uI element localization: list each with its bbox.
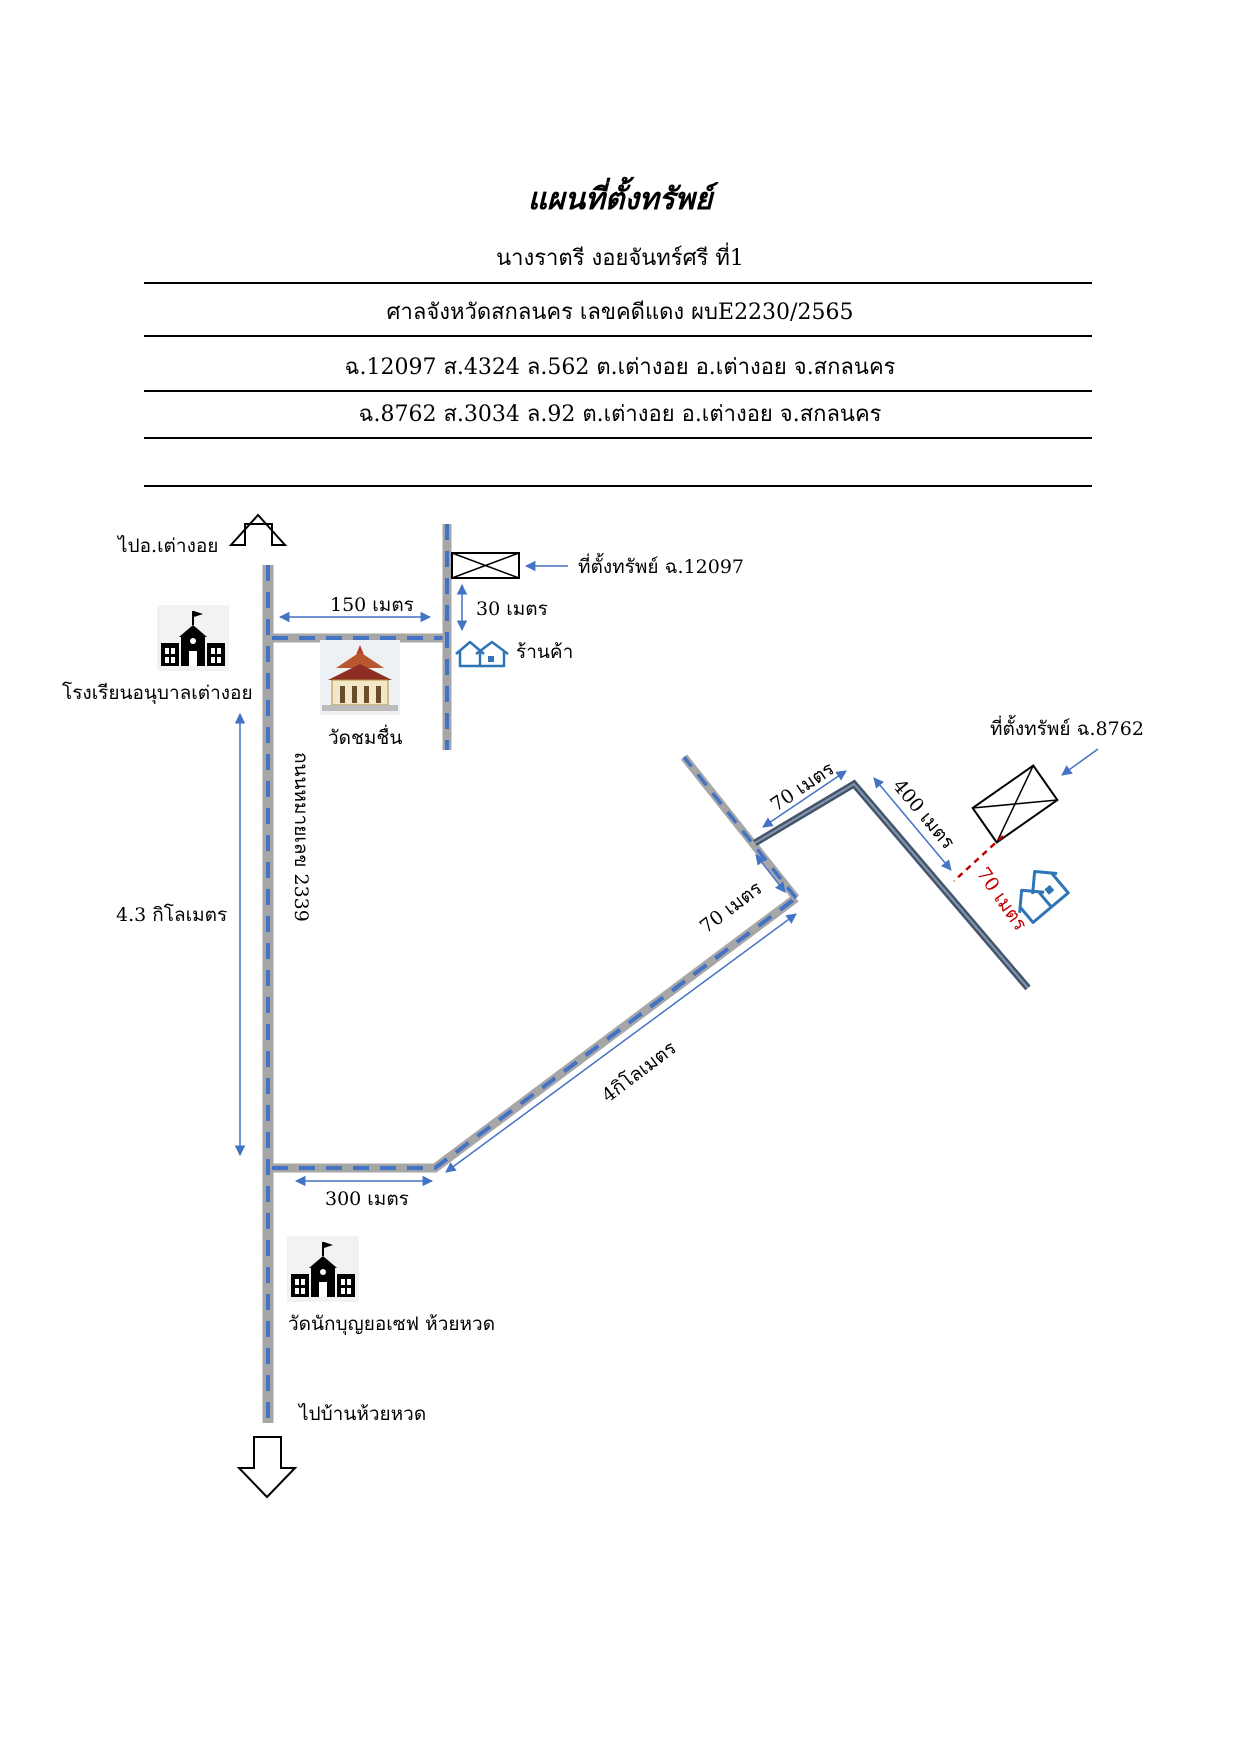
label-property-2: ที่ตั้งทรัพย์ ฉ.8762	[990, 715, 1144, 740]
branch-road-south	[272, 894, 799, 1173]
label-4-3km: 4.3 กิโลเมตร	[116, 903, 227, 926]
school-icon	[286, 1235, 360, 1303]
property-2-plot-icon	[971, 764, 1059, 844]
label-to-south: ไปบ้านห้วยหวด	[297, 1403, 426, 1425]
access-path-70m	[953, 835, 1004, 882]
label-70m-b: 70 เมตร	[766, 758, 838, 816]
shop-icon	[454, 640, 510, 668]
label-kindergarten: โรงเรียนอนุบาลเต่างอย	[62, 681, 253, 705]
divider	[144, 485, 1092, 487]
dimension-70m-a	[755, 854, 786, 893]
deed-line-2: ฉ.8762 ส.3034 ล.92 ต.เต่างอย อ.เต่างอย จ…	[358, 402, 882, 427]
owner-name: นางราตรี งอยจันทร์ศรี ที่1	[496, 246, 744, 271]
temple-icon	[320, 640, 400, 715]
branch-road-north	[272, 524, 452, 750]
label-temple: วัดชมชื่น	[328, 724, 402, 749]
label-300m: 300 เมตร	[325, 1188, 409, 1210]
court-case: ศาลจังหวัดสกลนคร เลขคดีแดง ผบE2230/2565	[386, 300, 854, 325]
dimension-400m	[873, 777, 952, 871]
label-4km: 4กิโลเมตร	[597, 1036, 680, 1107]
label-shop: ร้านค้า	[516, 641, 573, 663]
label-property-1: ที่ตั้งทรัพย์ ฉ.12097	[578, 553, 744, 578]
label-30m: 30 เมตร	[476, 598, 548, 620]
divider	[144, 437, 1092, 439]
deed-line-1: ฉ.12097 ส.4324 ล.562 ต.เต่างอย อ.เต่างอย…	[344, 355, 896, 380]
label-church: วัดนักบุญยอเซฟ ห้วยหวด	[288, 1313, 495, 1336]
house-icon	[1018, 869, 1070, 924]
divider	[144, 390, 1092, 392]
property-1-plot-icon	[451, 552, 520, 579]
north-arrow-icon	[228, 513, 288, 546]
dimension-70m-b	[762, 770, 847, 828]
pointer-arrow	[1061, 748, 1099, 776]
divider	[144, 282, 1092, 284]
divider	[144, 335, 1092, 337]
south-arrow-icon	[236, 1436, 298, 1499]
label-to-north: ไปอ.เต่างอย	[116, 535, 218, 557]
school-icon	[156, 604, 230, 672]
main-road-label: ถนนหมายเลข 2339	[290, 752, 312, 922]
dimension-4km	[445, 913, 797, 1173]
label-150m: 150 เมตร	[330, 594, 414, 616]
map-title: แผนที่ตั้งทรัพย์	[527, 182, 713, 217]
